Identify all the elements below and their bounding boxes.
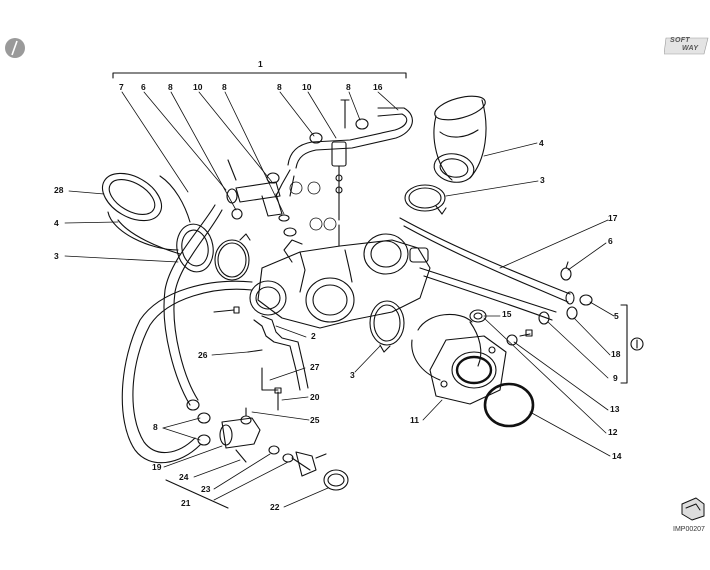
leader-lines	[64, 91, 615, 508]
clamp-upper-right	[404, 184, 447, 215]
callout-16: 16	[373, 82, 383, 92]
callout-3: 3	[54, 251, 59, 261]
callout-14: 14	[612, 451, 622, 461]
right-intake-boot	[433, 95, 487, 183]
callout-8: 8	[168, 82, 173, 92]
callout-3: 3	[350, 370, 355, 380]
callout-13: 13	[610, 404, 620, 414]
callout-28: 28	[54, 185, 64, 195]
bracket-assembly	[213, 306, 309, 425]
callout-3: 3	[540, 175, 545, 185]
intake-manifold	[411, 313, 507, 405]
bottom-fittings	[165, 412, 349, 509]
throttle-body	[249, 233, 431, 329]
callout-24: 24	[179, 472, 189, 482]
callout-10: 10	[302, 82, 312, 92]
callout-27: 27	[310, 362, 320, 372]
callout-22: 22	[270, 502, 280, 512]
logo-line1: SOFT	[670, 37, 690, 44]
callout-12: 12	[608, 427, 618, 437]
callout-1: 1	[258, 59, 263, 69]
callout-10: 10	[193, 82, 203, 92]
o-ring	[483, 382, 535, 428]
softway-logo: SOFT WAY	[664, 36, 710, 56]
callout-26: 26	[198, 350, 208, 360]
top-hose-run	[275, 99, 413, 247]
callout-15: 15	[502, 309, 512, 319]
reference-code: IMP00207	[673, 526, 705, 533]
callout-2: 2	[311, 331, 316, 341]
callout-23: 23	[201, 484, 211, 494]
right-small-fittings	[538, 261, 644, 384]
callout-4: 4	[539, 138, 544, 148]
callout-8: 8	[153, 422, 158, 432]
callout-7: 7	[119, 82, 124, 92]
callout-18: 18	[611, 349, 621, 359]
clamp-left	[214, 233, 251, 281]
logo-line2: WAY	[682, 45, 699, 52]
callout-5: 5	[614, 311, 619, 321]
hose-left-loop	[121, 204, 253, 464]
callout-6: 6	[608, 236, 613, 246]
callout-9: 9	[613, 373, 618, 383]
direction-arrow-icon	[681, 497, 705, 521]
callout-20: 20	[310, 392, 320, 402]
left-intake-boot	[101, 172, 214, 273]
callout-4: 4	[54, 218, 59, 228]
callout-25: 25	[310, 415, 320, 425]
callout-17: 17	[608, 213, 618, 223]
group-bracket-1	[112, 72, 407, 79]
callout-8: 8	[277, 82, 282, 92]
section-disc-icon	[5, 38, 25, 58]
callout-8: 8	[346, 82, 351, 92]
tee-connector-left	[226, 159, 297, 237]
circled-ref-markers	[289, 181, 337, 231]
callout-11: 11	[410, 415, 419, 425]
hose-right	[399, 217, 575, 321]
callout-19: 19	[152, 462, 162, 472]
clamp-centre	[369, 300, 405, 353]
callout-21: 21	[181, 498, 191, 508]
callout-6: 6	[141, 82, 146, 92]
callout-8: 8	[222, 82, 227, 92]
